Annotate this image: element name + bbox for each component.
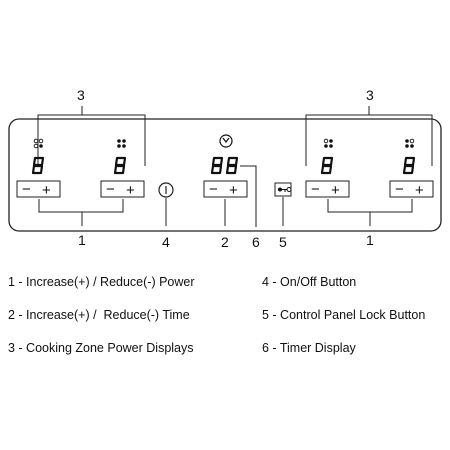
- timer-display-digit-2: [225, 156, 239, 175]
- callout-6-line: [240, 165, 257, 227]
- callout-3-right: 3: [366, 87, 374, 103]
- callout-4: 4: [162, 234, 170, 250]
- plus-button-label: +: [126, 182, 135, 199]
- zone-power-display-2: [113, 156, 127, 175]
- legend-item-5: 5 - Control Panel Lock Button: [262, 308, 426, 322]
- plus-button-label: +: [229, 182, 238, 199]
- zone-2-power-buttons[interactable]: − +: [100, 180, 145, 199]
- callout-3-right-lines: [305, 106, 433, 166]
- plus-button-label: +: [42, 182, 51, 199]
- minus-button-label: −: [395, 181, 404, 198]
- minus-button-label: −: [106, 181, 115, 198]
- zone-power-display-4: [402, 156, 416, 175]
- plus-button-label: +: [415, 182, 424, 199]
- zone-power-display-3: [320, 156, 334, 175]
- key-lock-icon[interactable]: [274, 182, 292, 197]
- zone-4-power-buttons[interactable]: − +: [389, 180, 434, 199]
- legend-item-6: 6 - Timer Display: [262, 341, 356, 355]
- legend-item-4: 4 - On/Off Button: [262, 275, 357, 289]
- callout-1-right: 1: [366, 232, 374, 248]
- timer-buttons[interactable]: − +: [203, 180, 248, 199]
- zone-indicator-icon: [33, 138, 44, 149]
- callout-1-left-lines: [38, 199, 124, 226]
- minus-button-label: −: [209, 181, 218, 198]
- zone-indicator-icon: [323, 138, 333, 148]
- plus-button-label: +: [331, 182, 340, 199]
- callout-3-left: 3: [77, 87, 85, 103]
- timer-display-digit-1: [210, 156, 224, 175]
- zone-3-power-buttons[interactable]: − +: [305, 180, 350, 199]
- minus-button-label: −: [311, 181, 320, 198]
- zone-1-power-buttons[interactable]: − +: [16, 180, 61, 199]
- callout-6: 6: [252, 234, 260, 250]
- zone-indicator-icon: [405, 138, 415, 148]
- power-icon[interactable]: [158, 182, 174, 198]
- callout-2: 2: [221, 234, 229, 250]
- callout-3-left-lines: [37, 106, 146, 166]
- callout-1-left: 1: [78, 232, 86, 248]
- legend-item-2: 2 - Increase(+) / Reduce(-) Time: [8, 308, 190, 322]
- callout-5: 5: [279, 234, 287, 250]
- minus-button-label: −: [22, 181, 31, 198]
- zone-indicator-icon: [117, 139, 126, 148]
- legend-item-3: 3 - Cooking Zone Power Displays: [8, 341, 194, 355]
- clock-icon: [219, 134, 233, 148]
- callout-1-right-lines: [327, 199, 413, 226]
- legend-item-1: 1 - Increase(+) / Reduce(-) Power: [8, 275, 195, 289]
- panel-outline: [8, 118, 442, 232]
